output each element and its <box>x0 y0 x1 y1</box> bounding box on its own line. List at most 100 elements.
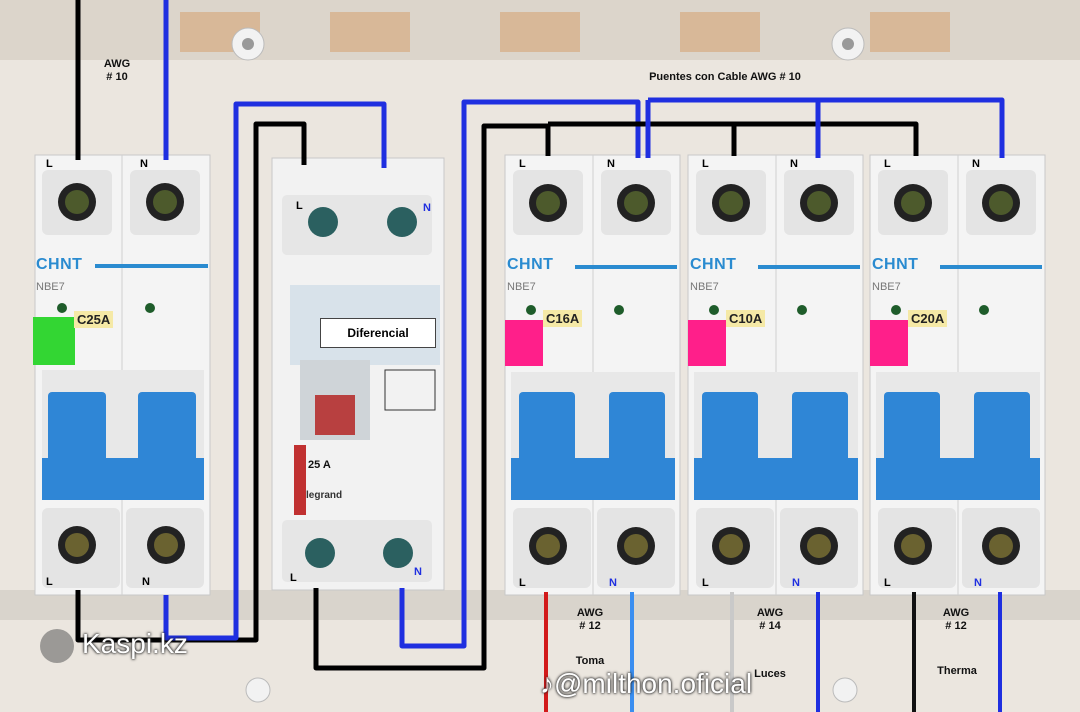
breaker-rating: C20A <box>908 310 948 327</box>
breaker-color-tag <box>870 320 908 366</box>
toggle-handle <box>792 392 848 464</box>
toggle-bar <box>511 458 675 500</box>
terminal-screw <box>989 534 1013 558</box>
circuit3-awg-line2: # 12 <box>945 620 967 632</box>
terminal-label-n: N <box>607 158 615 170</box>
circuit3-awg-line1: AWG <box>942 607 970 619</box>
live-bridge <box>545 121 919 156</box>
main-breaker-color-tag <box>33 317 75 365</box>
breaker-brand: CHNT <box>36 256 83 273</box>
branch-breakers <box>504 154 1046 596</box>
toggle-handle <box>884 392 940 464</box>
breaker-rating: C25A <box>74 311 114 328</box>
toggle-handle <box>138 392 196 464</box>
circuit2-name: Luces <box>754 668 786 680</box>
rcd-brand: legrand <box>306 490 343 501</box>
toggle-bar <box>42 458 204 500</box>
circuit3-awg: AWG # 12 <box>932 607 980 633</box>
breaker-brand: CHNT <box>872 256 919 273</box>
indicator-dot <box>979 305 989 315</box>
supply-awg-line1: AWG <box>103 58 131 70</box>
neutral-bridge <box>645 97 1005 158</box>
breaker-color-tag <box>688 320 726 366</box>
terminal-screw <box>719 534 743 558</box>
terminal-screw <box>989 191 1013 215</box>
terminal-screw <box>65 533 89 557</box>
kaspi-text: Kaspi.kz <box>82 628 188 659</box>
terminal-label-l: L <box>884 158 891 170</box>
circuit1-awg: AWG # 12 <box>566 607 614 633</box>
terminal-label-n: N <box>790 158 798 170</box>
tiktok-watermark: ♪@milthon.oficial <box>540 668 752 700</box>
terminal-screw <box>65 190 89 214</box>
indicator-dot <box>797 305 807 315</box>
toggle-handle <box>702 392 758 464</box>
main-breaker <box>33 154 211 596</box>
indicator-dot <box>57 303 67 313</box>
terminal-screw <box>719 191 743 215</box>
breaker-model: NBE7 <box>36 281 65 293</box>
breaker-color-tag <box>505 320 543 366</box>
toggle-handle <box>974 392 1030 464</box>
knockout <box>330 12 410 52</box>
rcd-label: Diferencial <box>320 318 436 348</box>
circuit1-name: Toma <box>575 655 605 667</box>
breaker-brand: CHNT <box>690 256 737 273</box>
indicator-dot <box>709 305 719 315</box>
terminal-screw <box>305 538 335 568</box>
mount-hole <box>242 38 254 50</box>
terminal-label-l: L <box>46 576 53 588</box>
terminal-screw <box>807 534 831 558</box>
terminal-screw <box>901 191 925 215</box>
circuit1-awg-line1: AWG <box>576 607 604 619</box>
main-to-rcd-live <box>75 121 307 643</box>
circuit2-awg-line2: # 14 <box>759 620 781 632</box>
terminal-label-n: N <box>423 202 431 214</box>
terminal-screw <box>387 207 417 237</box>
mount-hole <box>842 38 854 50</box>
terminal-label-n: N <box>140 158 148 170</box>
terminal-screw <box>624 191 648 215</box>
toggle-handle <box>519 392 575 464</box>
kaspi-watermark: Kaspi.kz <box>40 628 188 663</box>
rcd-toggle-handle <box>315 395 355 435</box>
terminal-label-n: N <box>609 577 617 589</box>
terminal-screw <box>536 191 560 215</box>
terminal-label-l: L <box>290 572 297 584</box>
rcd-rating: 25 A <box>308 459 331 471</box>
terminal-screw <box>807 191 831 215</box>
terminal-screw <box>308 207 338 237</box>
rcd-to-bus-neutral <box>399 99 641 649</box>
kaspi-logo-icon <box>40 628 74 663</box>
mount-hole <box>245 677 271 703</box>
terminal-label-n: N <box>974 577 982 589</box>
toggle-bar <box>876 458 1040 500</box>
circuit1-awg-line2: # 12 <box>579 620 601 632</box>
terminal-screw <box>154 533 178 557</box>
breaker-rating: C16A <box>543 310 583 327</box>
terminal-label-n: N <box>414 566 422 578</box>
terminal-label-l: L <box>519 577 526 589</box>
supply-awg-label: AWG # 10 <box>93 58 141 84</box>
circuit3-name: Therma <box>937 665 977 677</box>
terminal-label-l: L <box>46 158 53 170</box>
terminal-label-l: L <box>702 577 709 589</box>
knockout <box>500 12 580 52</box>
breaker-model: NBE7 <box>872 281 901 293</box>
terminal-screw <box>153 190 177 214</box>
toggle-handle <box>609 392 665 464</box>
rcd-device <box>271 157 445 591</box>
knockout <box>680 12 760 52</box>
terminal-screw <box>536 534 560 558</box>
indicator-dot <box>891 305 901 315</box>
tiktok-icon: ♪ <box>540 668 554 699</box>
toggle-bar <box>694 458 858 500</box>
breaker-brand: CHNT <box>507 256 554 273</box>
toggle-handle <box>48 392 106 464</box>
main-to-rcd-neutral <box>163 101 387 641</box>
terminal-label-l: L <box>519 158 526 170</box>
indicator-dot <box>614 305 624 315</box>
terminal-label-l: L <box>702 158 709 170</box>
